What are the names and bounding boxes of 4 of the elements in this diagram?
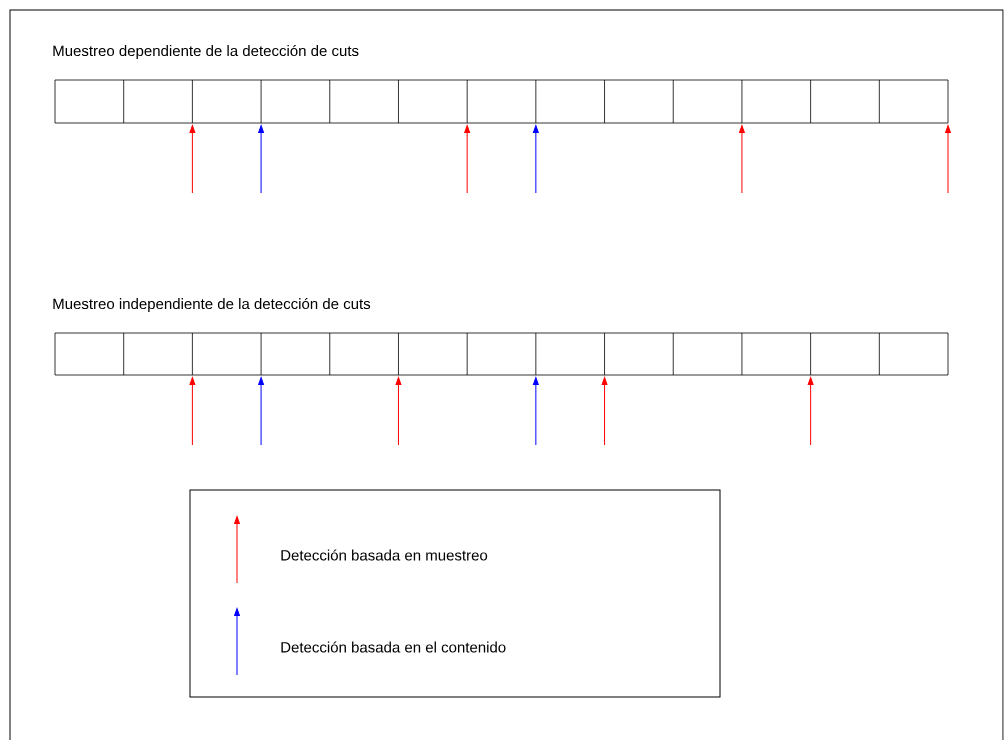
strip-heading: Muestreo dependiente de la detección de cuts (53, 44, 359, 60)
strip-heading: Muestreo independiente de la detección de cuts (53, 297, 371, 313)
legend-text: Detección basada en el contenido (281, 641, 506, 653)
legend-text: Detección basada en muestreo (281, 549, 488, 561)
